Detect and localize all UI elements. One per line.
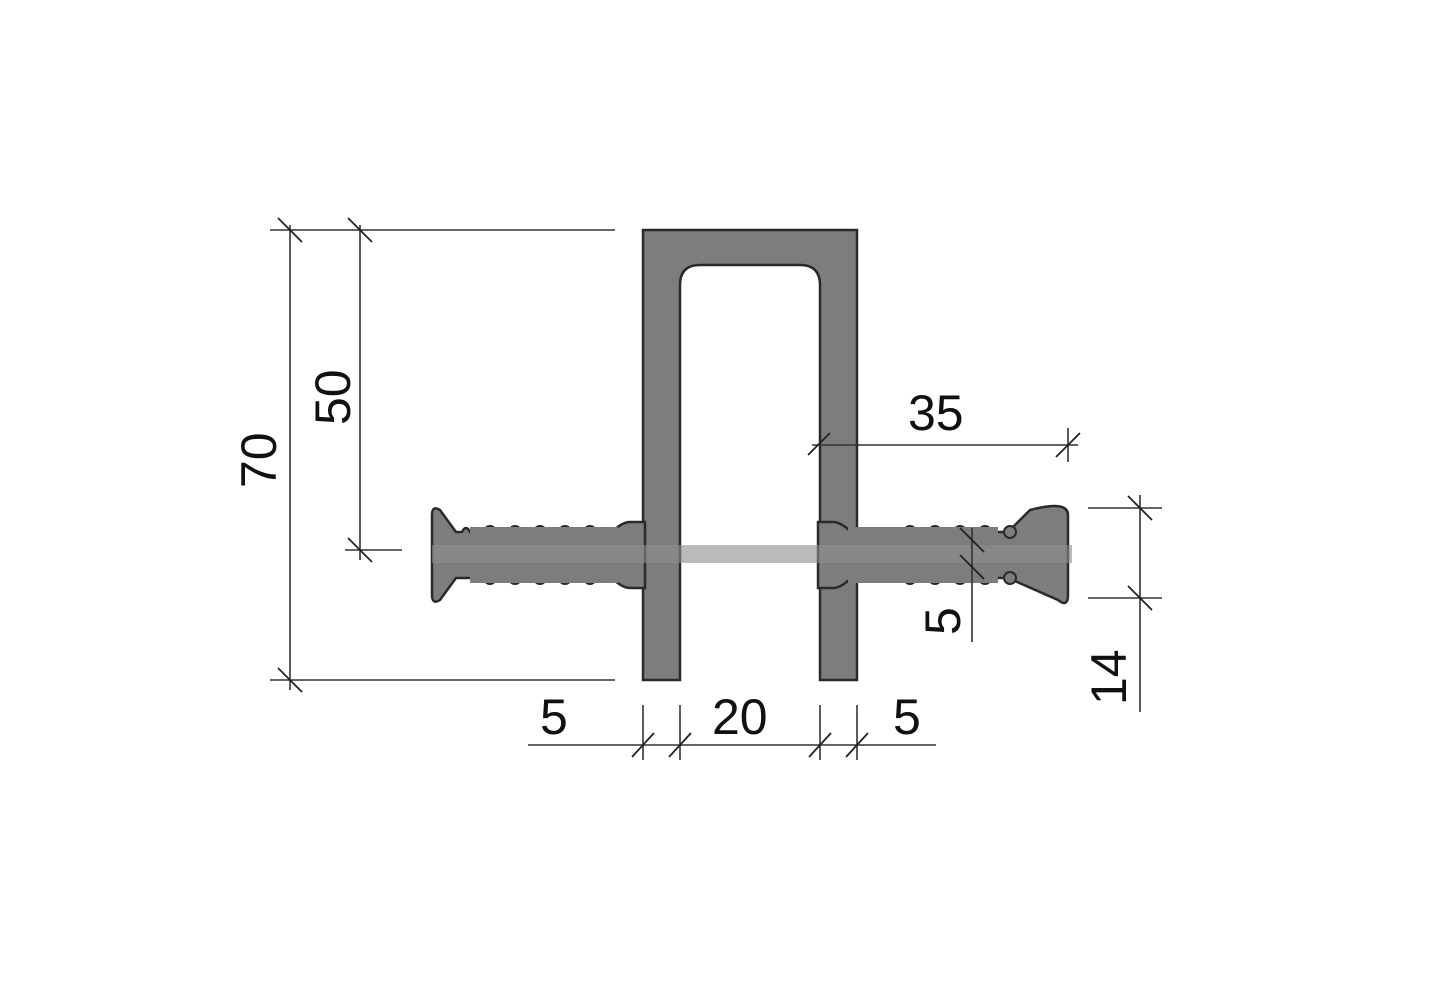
dim-label-50: 50 (305, 369, 361, 425)
dim-label-20: 20 (712, 689, 768, 745)
dim-label-35: 35 (908, 385, 964, 441)
dim-label-14: 14 (1081, 649, 1137, 705)
flange-centerline-shade (432, 545, 1072, 563)
dimension-lines (270, 217, 1162, 760)
dim-label-70: 70 (231, 432, 287, 488)
waterstop-profile (430, 228, 1072, 682)
dim-label-5-flange: 5 (915, 607, 971, 635)
dim-label-5-left: 5 (540, 689, 568, 745)
dim-label-5-right: 5 (893, 689, 921, 745)
u-channel (641, 228, 859, 682)
